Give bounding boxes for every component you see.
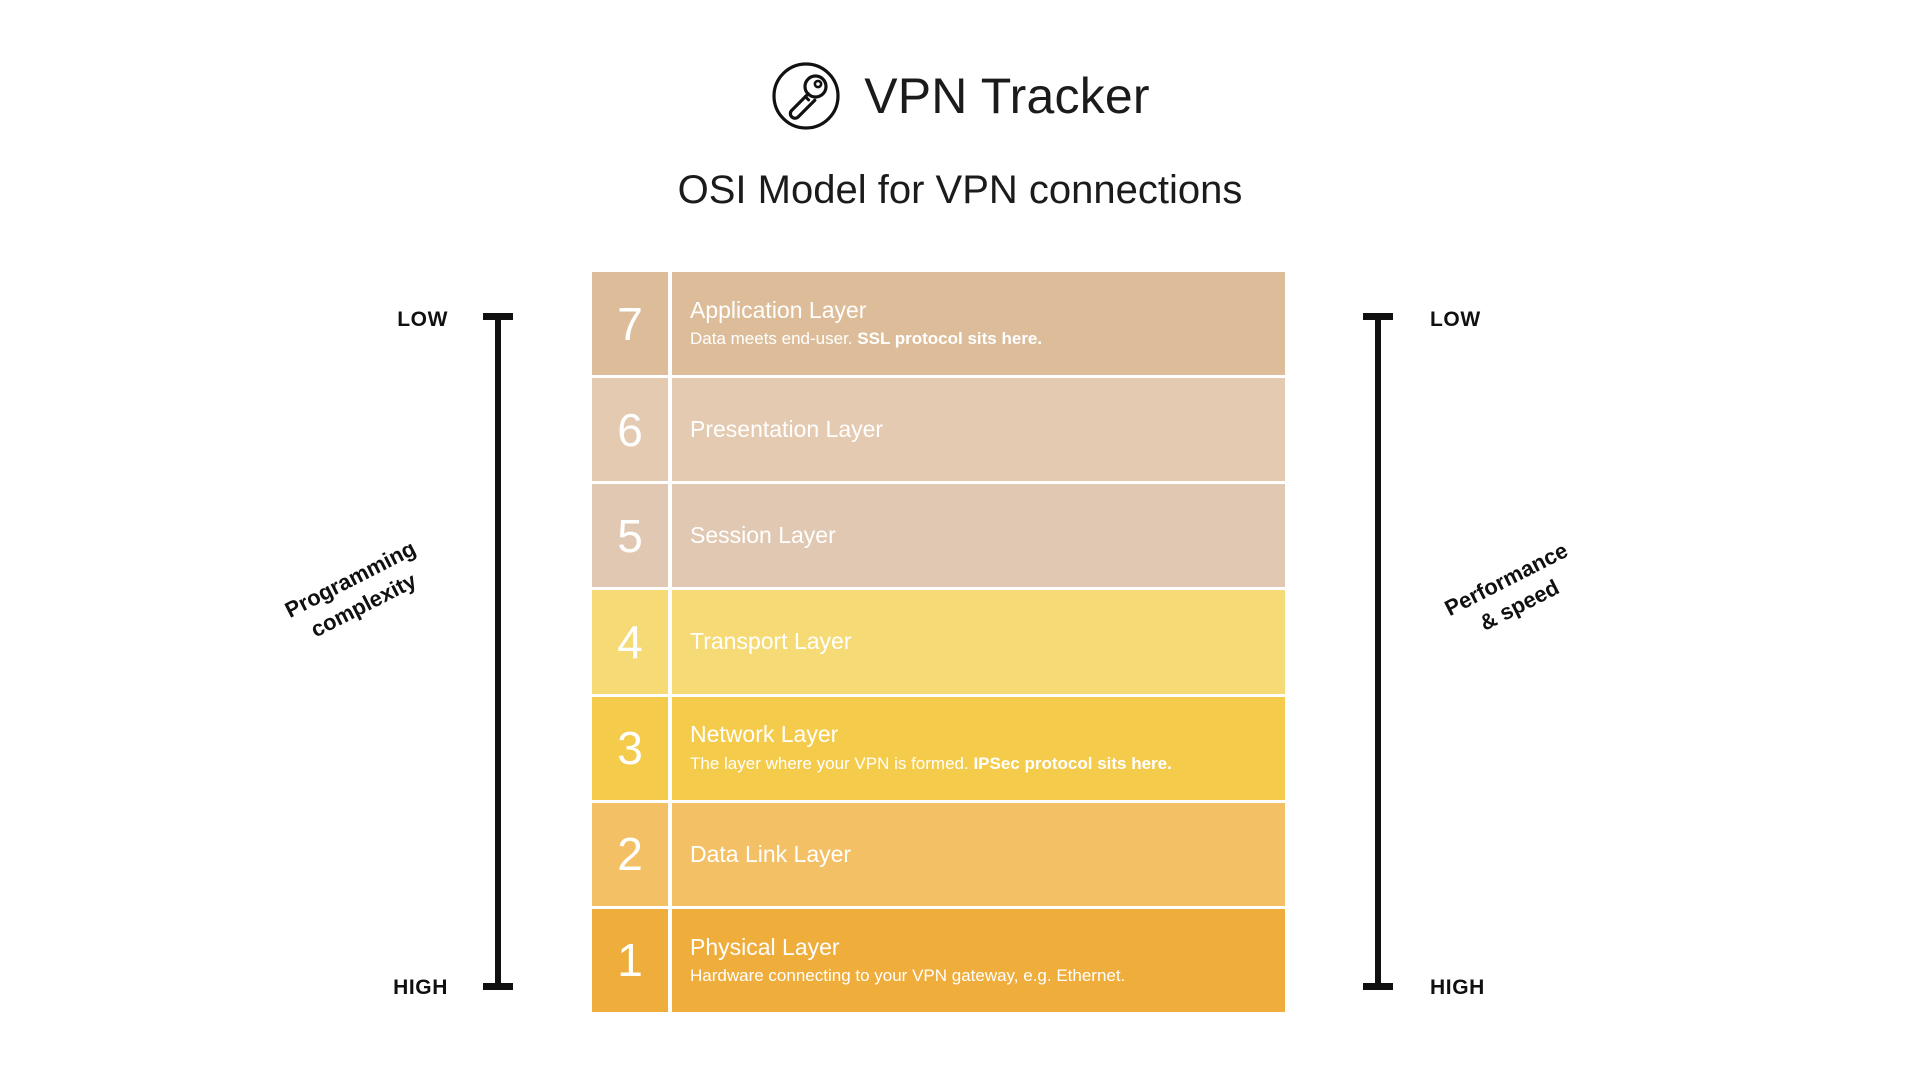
osi-layer-row: 6 Presentation Layer bbox=[592, 378, 1285, 482]
gauge-right-bar bbox=[1375, 315, 1381, 985]
gauge-left-axis-title: Programming complexity bbox=[280, 535, 421, 643]
osi-layer-row: 4 Transport Layer bbox=[592, 590, 1285, 694]
gauge-performance-speed: LOW HIGH Performance & speed bbox=[1330, 305, 1590, 999]
gauge-right-bottom-label: HIGH bbox=[1430, 976, 1485, 999]
layer-number: 4 bbox=[592, 590, 668, 694]
gauge-right-axis-title: Performance & speed bbox=[1440, 537, 1572, 636]
key-in-circle-icon bbox=[772, 62, 840, 130]
osi-layer-row: 5 Session Layer bbox=[592, 484, 1285, 588]
brand-name: VPN Tracker bbox=[864, 68, 1150, 124]
layer-number: 6 bbox=[592, 378, 668, 482]
layer-body: Transport Layer bbox=[672, 590, 1285, 694]
layer-description-plain: Hardware connecting to your VPN gateway,… bbox=[690, 966, 1126, 986]
layer-title: Application Layer bbox=[690, 296, 867, 323]
layer-description: Data meets end-user. SSL protocol sits h… bbox=[690, 328, 1271, 351]
gauge-left-bottom-cap bbox=[483, 983, 513, 990]
gauge-programming-complexity: LOW HIGH Programming complexity bbox=[230, 305, 513, 999]
layer-number: 7 bbox=[592, 272, 668, 376]
layer-description-plain: The layer where your VPN is formed. bbox=[690, 753, 974, 773]
layer-description: Hardware connecting to your VPN gateway,… bbox=[690, 965, 1271, 988]
layer-title: Session Layer bbox=[690, 522, 836, 549]
layer-title: Presentation Layer bbox=[690, 415, 884, 442]
layer-number: 1 bbox=[592, 908, 668, 1012]
layer-title: Network Layer bbox=[690, 721, 839, 748]
layer-description-emphasis: SSL protocol sits here. bbox=[857, 329, 1043, 349]
gauge-right-bottom-cap bbox=[1363, 983, 1393, 990]
layer-body: Presentation Layer bbox=[672, 378, 1285, 482]
layer-title: Physical Layer bbox=[690, 933, 840, 960]
layer-body: Data Link Layer bbox=[672, 802, 1285, 906]
gauge-left-top-label: LOW bbox=[397, 308, 448, 331]
gauge-left-bottom-label: HIGH bbox=[393, 976, 448, 999]
layer-number: 5 bbox=[592, 484, 668, 588]
gauge-left-bar bbox=[495, 315, 501, 985]
layer-number: 3 bbox=[592, 696, 668, 800]
layer-description-emphasis: IPSec protocol sits here. bbox=[973, 753, 1172, 773]
layer-title: Transport Layer bbox=[690, 628, 852, 655]
osi-layer-row: 2 Data Link Layer bbox=[592, 802, 1285, 906]
brand-header: VPN Tracker bbox=[0, 60, 1920, 132]
layer-description: The layer where your VPN is formed. IPSe… bbox=[690, 753, 1271, 776]
gauge-right-top-label: LOW bbox=[1430, 308, 1481, 331]
layer-title: Data Link Layer bbox=[690, 840, 852, 867]
layer-body: Session Layer bbox=[672, 484, 1285, 588]
page-title: OSI Model for VPN connections bbox=[677, 168, 1243, 212]
layer-description-plain: Data meets end-user. bbox=[690, 329, 858, 349]
layer-number: 2 bbox=[592, 802, 668, 906]
